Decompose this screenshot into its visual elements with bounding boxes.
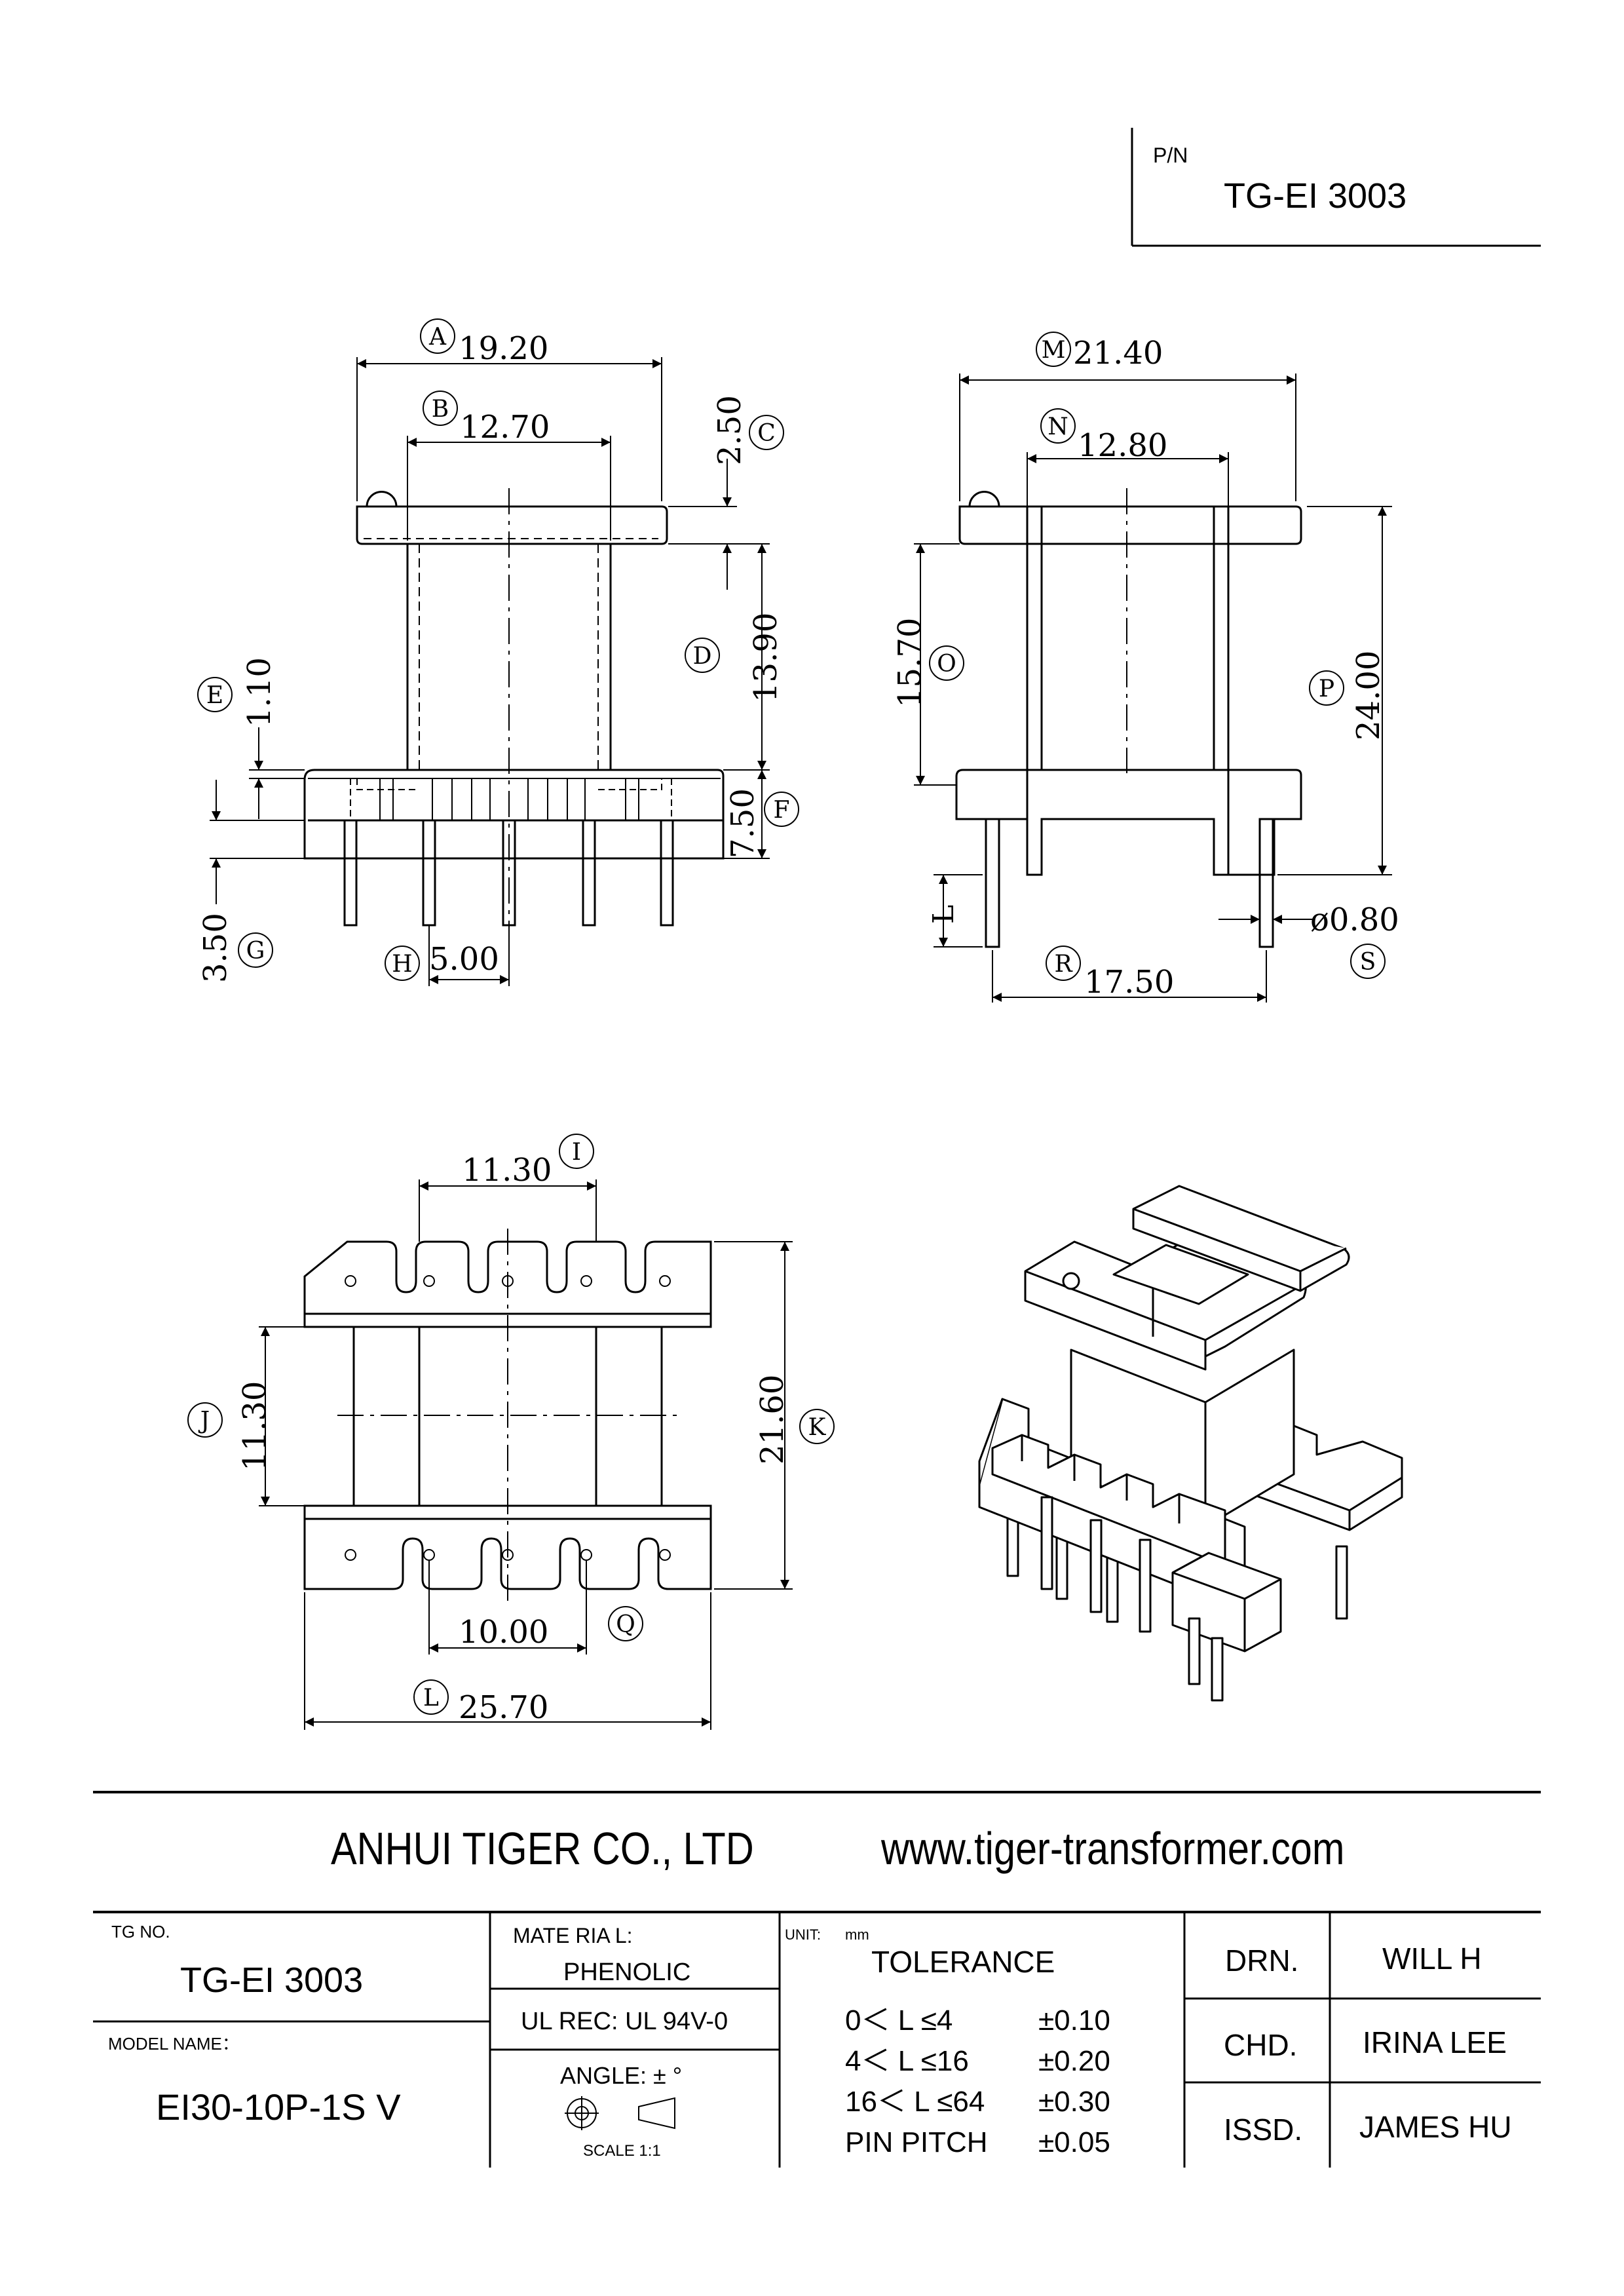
dim-value-S: ø0.80	[1310, 902, 1399, 938]
issd-label: ISSD.	[1224, 2113, 1302, 2147]
dim-value-C: 2.50	[711, 395, 748, 465]
dim-label-J: J	[198, 1407, 210, 1434]
tolerance-value: ±0.30	[1038, 2086, 1110, 2118]
top-view	[303, 1229, 712, 1605]
scale-text: SCALE 1:1	[583, 2142, 661, 2160]
issd-value: JAMES HU	[1359, 2110, 1512, 2144]
isometric-view	[978, 1185, 1403, 1702]
company-name: ANHUI TIGER CO., LTD	[331, 1822, 754, 1874]
dim-label-C: C	[757, 420, 776, 447]
dim-value-O: 15.70	[892, 618, 928, 708]
tg-no-label: TG NO.	[111, 1922, 170, 1942]
dim-value-M: 21.40	[1073, 335, 1163, 372]
dim-value-D: 13.90	[747, 613, 784, 702]
dim-value-G: 3.50	[197, 913, 234, 983]
dim-label-G: G	[246, 938, 265, 965]
dim-label-B: B	[432, 396, 449, 423]
side-view	[955, 488, 1302, 948]
tolerance-range: PIN PITCH	[845, 2126, 988, 2158]
drn-value: WILL H	[1382, 1942, 1482, 1976]
chd-value: IRINA LEE	[1363, 2025, 1507, 2059]
material-label: MATE RIA L:	[513, 1924, 633, 1947]
tolerance-range: 0＜ L ≤4	[845, 2004, 953, 2037]
tolerance-value: ±0.10	[1038, 2004, 1110, 2037]
dim-label-I: I	[572, 1139, 581, 1166]
dim-label-K: K	[808, 1414, 827, 1441]
dim-label-M: M	[1042, 337, 1066, 364]
front-view	[303, 488, 725, 930]
unit-label: UNIT:	[785, 1926, 821, 1943]
projection-symbol	[565, 2096, 675, 2130]
side-view-dimensions	[914, 373, 1392, 1003]
angle-text: ANGLE: ± °	[560, 2062, 682, 2089]
dim-value-N: 12.80	[1078, 427, 1167, 464]
dim-value-P: 24.00	[1350, 651, 1387, 740]
dim-label-P: P	[1319, 676, 1334, 702]
dim-label-E: E	[206, 682, 223, 709]
dim-label-D: D	[693, 643, 712, 670]
dim-label-F: F	[774, 797, 790, 824]
dim-value-K: 21.60	[754, 1375, 791, 1464]
pn-box: P/N TG-EI 3003	[1131, 128, 1541, 247]
title-block: ANHUI TIGER CO., LTD www.tiger-transform…	[93, 1791, 1541, 2168]
dim-value-F: 7.50	[725, 788, 761, 858]
tolerance-value: ±0.20	[1038, 2045, 1110, 2077]
tolerance-range: 16＜ L ≤64	[845, 2086, 985, 2118]
top-view-dimension-texts: 11.30 I J 11.30 21.60 K 10.00 Q L 25.70	[187, 1134, 835, 1726]
dim-label-N: N	[1048, 413, 1068, 440]
side-view-dimension-texts: M 21.40 N 12.80 15.70 O P 24.00 L R 17.5…	[892, 332, 1399, 1001]
pn-value: TG-EI 3003	[1224, 176, 1407, 216]
front-view-dimension-texts: A 19.20 B 12.70 2.50 C D 13.90 E 1.10 7.…	[197, 318, 799, 983]
dim-label-H: H	[392, 951, 412, 978]
dim-value-Q: 10.00	[459, 1614, 548, 1651]
dim-value-I: 11.30	[462, 1152, 552, 1189]
model-name-value: EI30-10P-1S V	[156, 2086, 401, 2128]
dim-value-B: 12.70	[460, 409, 550, 446]
tg-no-value: TG-EI 3003	[180, 1961, 363, 2000]
tolerance-table: 0＜ L ≤4 ±0.10 4＜ L ≤16 ±0.20 16＜ L ≤64 ±…	[845, 2004, 1110, 2158]
top-view-dimensions	[259, 1179, 793, 1730]
dim-label-O: O	[937, 651, 956, 678]
dim-label-R: R	[1054, 951, 1072, 978]
company-website: www.tiger-transformer.com	[880, 1822, 1344, 1874]
dim-label-S: S	[1360, 949, 1376, 976]
dim-value-L: 25.70	[459, 1689, 548, 1726]
dim-label-L: L	[423, 1685, 439, 1712]
pn-label: P/N	[1153, 144, 1188, 167]
dim-value-J: 11.30	[236, 1381, 273, 1471]
chd-label: CHD.	[1224, 2028, 1297, 2062]
tolerance-value: ±0.05	[1038, 2126, 1110, 2158]
dim-value-L-pin: L	[927, 905, 960, 924]
drn-label: DRN.	[1225, 1943, 1298, 1978]
material-value: PHENOLIC	[563, 1959, 690, 1986]
ul-rec: UL REC: UL 94V-0	[521, 2008, 728, 2035]
front-view-dimensions	[210, 357, 770, 986]
dim-value-R: 17.50	[1084, 964, 1174, 1001]
dim-value-H: 5.00	[429, 941, 499, 978]
dim-label-Q: Q	[616, 1611, 635, 1638]
dim-value-E: 1.10	[241, 657, 278, 727]
unit-value: mm	[845, 1926, 869, 1943]
dim-label-A: A	[428, 324, 447, 351]
model-name-label: MODEL NAME：	[108, 2034, 239, 2054]
dim-value-A: 19.20	[459, 330, 548, 367]
tolerance-range: 4＜ L ≤16	[845, 2045, 969, 2077]
tolerance-title: TOLERANCE	[871, 1945, 1055, 1979]
